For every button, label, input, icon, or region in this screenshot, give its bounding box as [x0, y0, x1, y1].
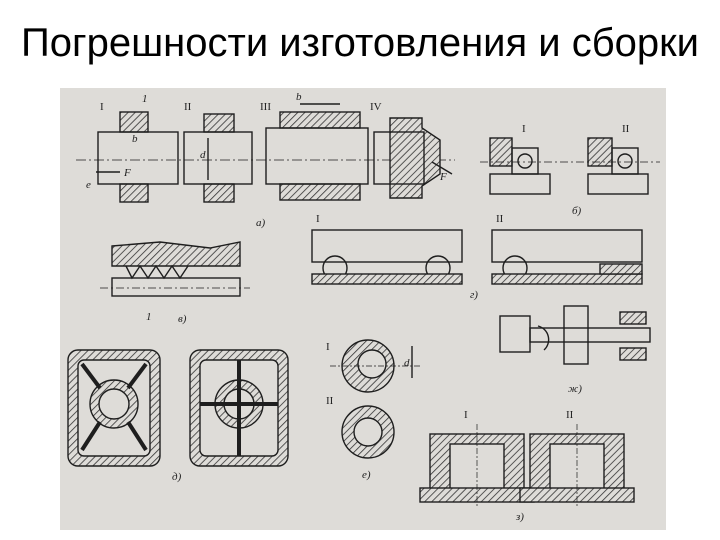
label-panel-e: е) — [362, 469, 371, 481]
label-e-roman-1: I — [326, 341, 330, 353]
label-panel-a: а) — [256, 217, 266, 229]
label-dim-e: e — [86, 179, 91, 191]
label-panel-b: б) — [572, 205, 582, 217]
panel-z — [419, 424, 635, 508]
label-part-1: 1 — [142, 93, 148, 105]
label-b-roman-2: II — [622, 123, 630, 135]
slide-title: Погрешности изготовления и сборки — [21, 21, 699, 65]
label-panel-v: в) — [178, 313, 187, 325]
panel-d — [67, 349, 289, 467]
panel-zh — [499, 305, 651, 365]
panel-v — [100, 241, 250, 297]
label-dim-b-2: b — [296, 91, 302, 103]
label-roman-1: I — [100, 101, 104, 113]
label-b-roman-1: I — [522, 123, 526, 135]
label-dim-d: d — [200, 149, 206, 161]
panel-b — [480, 137, 660, 195]
label-g-roman-2: II — [496, 213, 504, 225]
panel-g — [311, 229, 643, 285]
label-roman-2: II — [184, 101, 192, 113]
label-g-roman-1: I — [316, 213, 320, 225]
label-panel-z: з) — [515, 511, 524, 523]
label-panel-d: д) — [172, 471, 182, 483]
label-roman-4: IV — [370, 101, 382, 113]
label-e-roman-2: II — [326, 395, 334, 407]
panel-a — [76, 103, 455, 203]
label-force-f-2: F — [439, 171, 447, 183]
label-dim-b-1: b — [132, 133, 138, 145]
technical-drawing: I II III IV 1 b b d e F F а) I II б) 1 в… — [60, 88, 666, 530]
label-roman-3: III — [260, 101, 271, 113]
panel-e — [330, 339, 420, 459]
label-z-roman-2: II — [566, 409, 574, 421]
label-panel-zh: ж) — [568, 383, 582, 395]
label-panel-g: г) — [470, 289, 478, 301]
label-z-roman-1: I — [464, 409, 468, 421]
label-e-dim-d: d — [404, 357, 410, 369]
label-v-part-1: 1 — [146, 311, 152, 323]
label-force-f-1: F — [123, 167, 131, 179]
